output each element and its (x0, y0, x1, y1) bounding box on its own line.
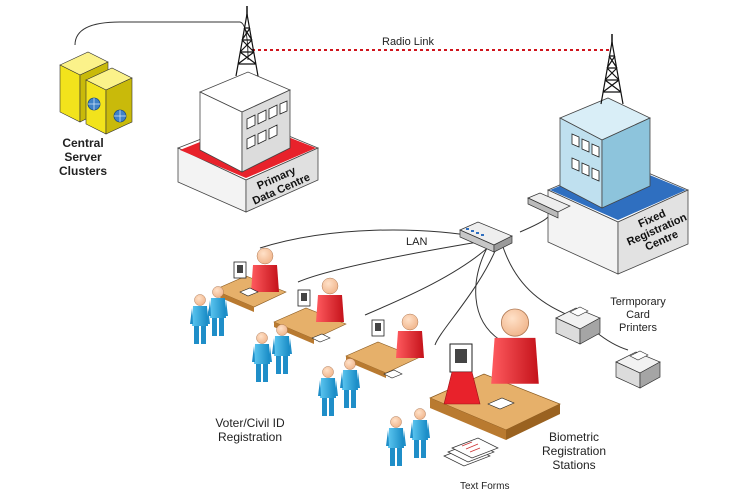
registration-station (273, 277, 347, 344)
central-server-clusters-label: Central Server Clusters (58, 136, 108, 178)
biometric-stations-label: Biometric Registration Stations (541, 430, 607, 472)
registration-station (345, 313, 425, 379)
network-cables (74, 21, 629, 351)
text-forms-icon (443, 437, 499, 467)
text-forms-label: Text Forms (460, 481, 510, 492)
fixed-registration-centre-building (547, 97, 689, 275)
biometric-registration-station (429, 308, 561, 440)
registration-station (213, 247, 287, 312)
fixed-centre-radio-tower (600, 33, 624, 105)
network-connector-icon (527, 192, 571, 219)
primary-data-centre-building (176, 71, 320, 213)
radio-link-label: Radio Link (382, 36, 434, 48)
server-cluster-icon (59, 51, 133, 135)
card-printer-icon (615, 350, 661, 389)
lan-label: LAN (406, 236, 428, 248)
temporary-card-printers-label: Termporary Card Printers (610, 296, 666, 334)
voter-registration-label: Voter/Civil ID Registration (215, 416, 285, 444)
lan-switch-icon (459, 221, 513, 253)
card-printer-icon (555, 306, 601, 345)
